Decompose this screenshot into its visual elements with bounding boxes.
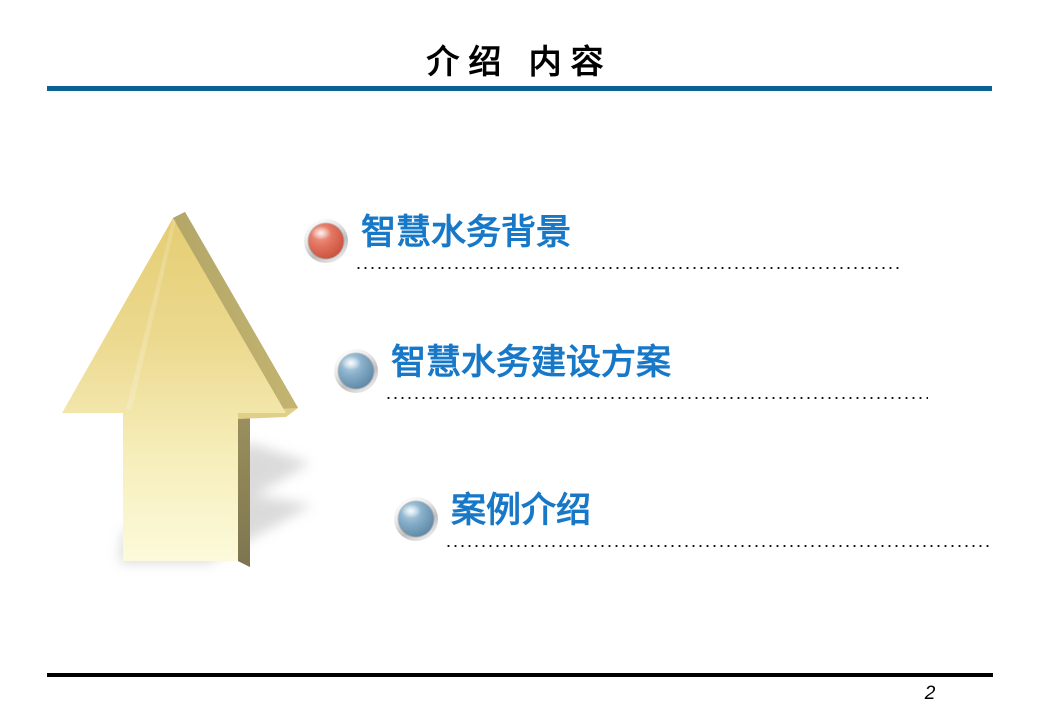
footer-divider	[47, 673, 993, 677]
content-item-3-label: 案例介绍	[451, 491, 592, 530]
arrow-front-face	[62, 218, 286, 561]
content-item-2-dotted-rule	[385, 396, 928, 400]
content-item-2-label: 智慧水务建设方案	[391, 343, 672, 382]
content-item-3-dotted-rule	[445, 544, 993, 548]
blue-sphere-bullet-icon	[333, 348, 379, 394]
arrow-shaft-right-side	[238, 403, 250, 567]
content-item-1-label: 智慧水务背景	[361, 213, 572, 252]
arrow-head-bevel	[173, 212, 298, 413]
page-number: 2	[924, 683, 936, 704]
page-title: 介绍 内容	[426, 43, 613, 80]
arrow-head-crease	[126, 218, 176, 409]
red-sphere-bullet-icon	[303, 218, 349, 264]
blue-sphere-bullet-icon	[393, 496, 439, 542]
gold-up-arrow-graphic	[60, 195, 360, 580]
title-divider	[47, 86, 992, 91]
content-item-1-dotted-rule	[355, 266, 901, 270]
